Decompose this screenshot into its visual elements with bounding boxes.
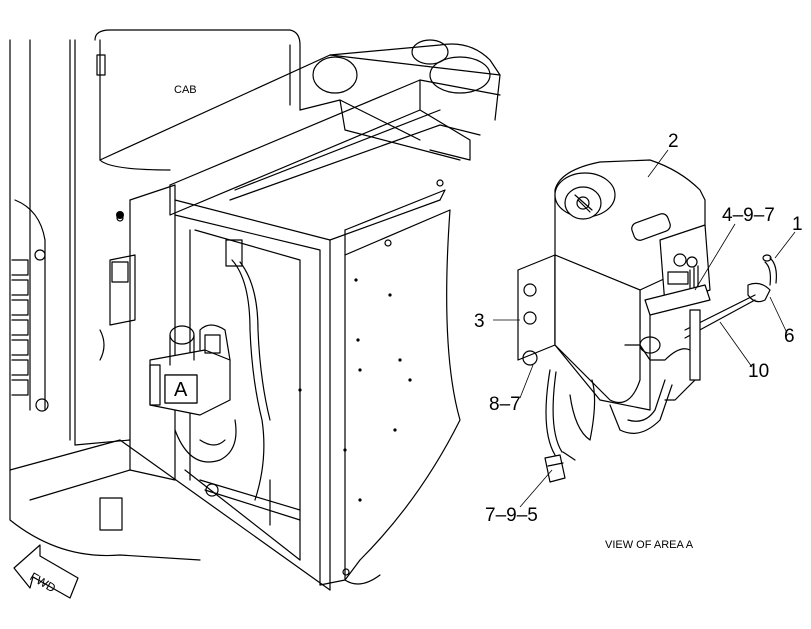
fwd-arrow-icon: FWD	[13, 544, 79, 599]
callout-4-9-7: 4–9–7	[722, 205, 775, 226]
callout-8-7: 8–7	[489, 394, 521, 415]
callout-3: 3	[474, 311, 485, 332]
callout-leaders	[493, 149, 796, 508]
view-caption: VIEW OF AREA A	[605, 539, 694, 551]
callout-1: 1	[792, 214, 803, 235]
callout-6: 6	[784, 326, 795, 347]
cab-label: CAB	[174, 84, 197, 96]
area-a-marker: A	[164, 374, 198, 404]
cab-frame-drawing	[9, 29, 501, 591]
callout-2: 2	[668, 131, 679, 152]
area-a-letter: A	[174, 379, 188, 401]
washer-reservoir-drawing	[517, 159, 777, 483]
callout-10: 10	[748, 361, 769, 382]
callout-7-9-5: 7–9–5	[485, 505, 538, 526]
